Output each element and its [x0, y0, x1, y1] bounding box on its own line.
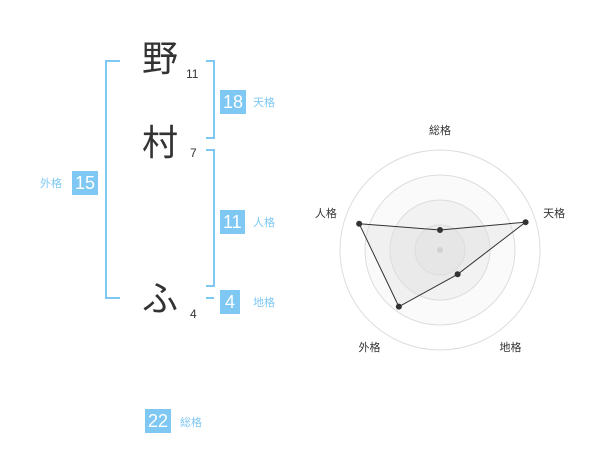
tenkaku-bracket: [206, 60, 215, 139]
tenkaku-value-badge: 18: [220, 90, 247, 114]
gaikaku-value-badge: 15: [72, 171, 99, 195]
jinkaku-bracket: [206, 149, 215, 287]
tenkaku-label: 天格: [253, 96, 275, 109]
gaikaku-label: 外格: [40, 177, 62, 190]
radar-point-1: [437, 227, 443, 233]
radar-polygon-group: [356, 219, 529, 310]
soukaku-value-badge: 22: [145, 409, 172, 433]
name-char-1-strokes: 11: [186, 67, 199, 81]
radar-rings: [339, 149, 541, 351]
jinkaku-label: 人格: [253, 216, 275, 229]
radar-axis-label-4: 外格: [358, 340, 380, 354]
radar-axis-label-2: 天格: [543, 206, 565, 220]
name-char-2-strokes: 7: [190, 146, 197, 160]
name-char-1: 野: [141, 39, 178, 80]
chikaku-label: 地格: [253, 296, 275, 309]
radar-point-3: [454, 271, 461, 278]
radar-axis-label-1: 総格: [429, 123, 451, 137]
name-char-3-strokes: 4: [190, 307, 197, 321]
radar-series-polygon: [358, 221, 528, 308]
radar-axis-label-5: 人格: [315, 206, 337, 220]
soukaku-label: 総格: [180, 416, 202, 429]
radar-point-5: [356, 220, 363, 227]
gaikaku-bracket: [105, 60, 120, 299]
jinkaku-value-badge: 11: [220, 210, 245, 234]
radar-axis-label-3: 地格: [500, 340, 522, 354]
name-char-3: ふ: [141, 279, 178, 320]
radar-point-2: [522, 219, 529, 226]
radar-center-dot: [437, 247, 443, 253]
chikaku-value-badge: 4: [220, 290, 240, 314]
name-char-2: 村: [141, 123, 178, 164]
radar-point-4: [395, 303, 402, 310]
